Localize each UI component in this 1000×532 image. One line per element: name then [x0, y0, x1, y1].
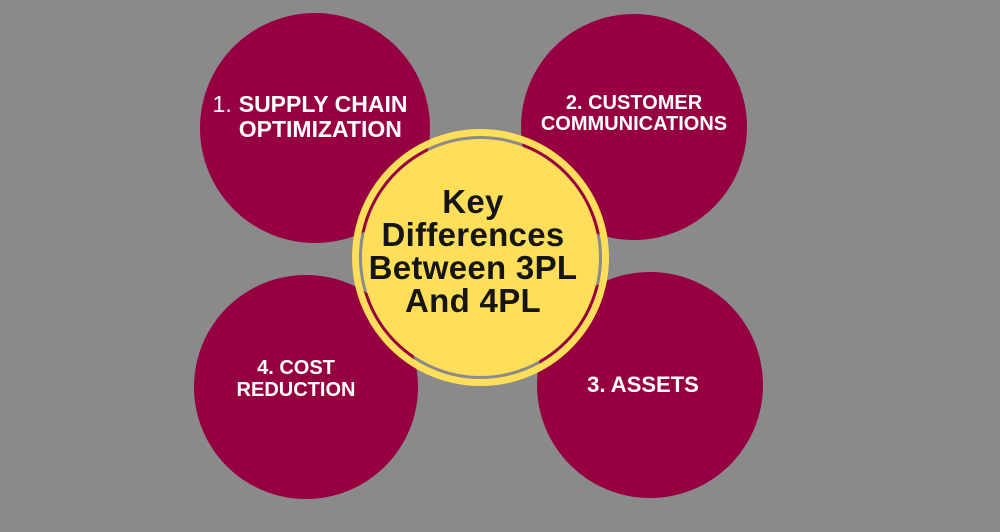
diagram-title: Key Differences Between 3PL And 4PL [369, 185, 578, 317]
label-line: OPTIMIZATION [238, 116, 402, 142]
center-badge-ring [352, 129, 609, 386]
label-supply-chain-optimization: 1. SUPPLY CHAIN OPTIMIZATION [213, 92, 408, 142]
label-line: 2. CUSTOMER [565, 92, 703, 114]
label-assets: 3. ASSETS [587, 373, 699, 397]
title-line: Differences [381, 216, 565, 253]
item-number: 1. [212, 91, 232, 117]
title-line: Key [442, 183, 504, 220]
label-line: 3. ASSETS [587, 372, 699, 397]
label-line: 4. COST [257, 357, 335, 379]
label-customer-communications: 2. CUSTOMER COMMUNICATIONS [541, 93, 727, 135]
title-line: Between 3PL [368, 249, 578, 286]
item-lines: SUPPLY CHAIN OPTIMIZATION [239, 92, 408, 142]
label-line: REDUCTION [236, 379, 356, 401]
label-cost-reduction: 4. COST REDUCTION [237, 357, 356, 401]
label-line: SUPPLY CHAIN [238, 91, 408, 117]
center-badge-fill [362, 139, 599, 376]
label-line: COMMUNICATIONS [540, 113, 728, 135]
title-line: And 4PL [405, 282, 541, 319]
